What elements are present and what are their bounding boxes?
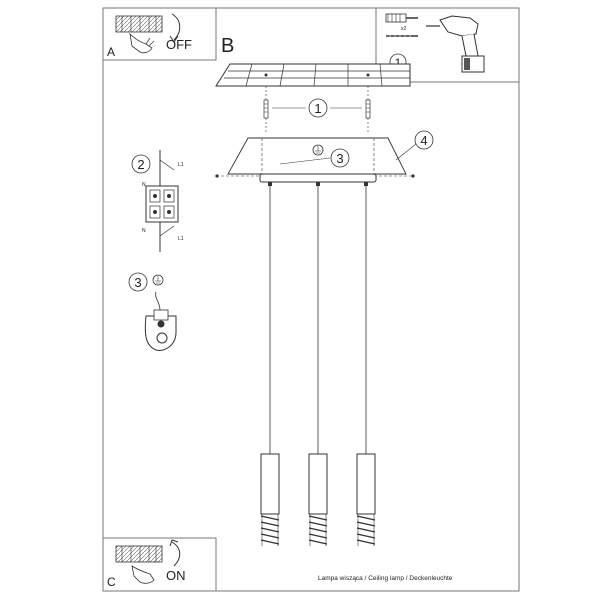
terminal-block-detail: 2 N N L1 L1 <box>131 150 184 252</box>
circuit-breaker-icon <box>115 15 163 33</box>
callout-3-ground: 3 <box>279 148 350 168</box>
callout-1-label: 1 <box>395 56 402 70</box>
wall-plug-icon <box>385 13 418 23</box>
panel-a-state: OFF <box>166 37 192 52</box>
svg-text:N: N <box>142 182 146 188</box>
panel-c: C ON <box>102 537 217 592</box>
callout-1-anchors: 1 <box>272 98 362 118</box>
page-frame <box>102 7 520 592</box>
circuit-breaker-icon <box>115 545 163 563</box>
lamp-shade-2 <box>308 453 328 546</box>
mounting-bracket <box>215 137 415 178</box>
svg-text:L1: L1 <box>178 162 184 168</box>
lamp-shade-3 <box>356 453 376 546</box>
arrow-down-icon <box>169 13 181 43</box>
drill-icon <box>426 15 485 73</box>
screw-icon <box>386 34 418 38</box>
svg-text:4: 4 <box>420 133 427 148</box>
svg-text:3: 3 <box>134 275 141 290</box>
lamp-shade-1 <box>260 453 280 546</box>
panel-c-state: ON <box>166 568 186 583</box>
panel-a-letter: A <box>107 45 115 59</box>
svg-text:2: 2 <box>137 157 144 172</box>
svg-text:1: 1 <box>314 101 321 116</box>
panel-c-letter: C <box>107 575 116 589</box>
svg-text:3: 3 <box>336 151 343 166</box>
caption: Lampa wisząca / Ceiling lamp / Deckenleu… <box>318 575 453 582</box>
anchor-count: x2 <box>401 26 407 32</box>
panel-a: A OFF <box>102 7 217 61</box>
svg-text:L1: L1 <box>178 236 184 242</box>
callout-4-bracket: 4 <box>395 130 434 161</box>
canopy-bar <box>259 173 377 186</box>
ceiling-grid <box>215 63 411 87</box>
panel-b-letter: B <box>221 35 234 57</box>
arrow-up-icon <box>169 539 181 567</box>
pendant-cords <box>269 186 367 454</box>
svg-text:N: N <box>142 228 146 234</box>
wall-anchors <box>263 86 371 134</box>
ground-connector-detail: 3 <box>128 272 177 351</box>
hand-icon <box>131 565 155 584</box>
hand-icon <box>129 32 155 54</box>
